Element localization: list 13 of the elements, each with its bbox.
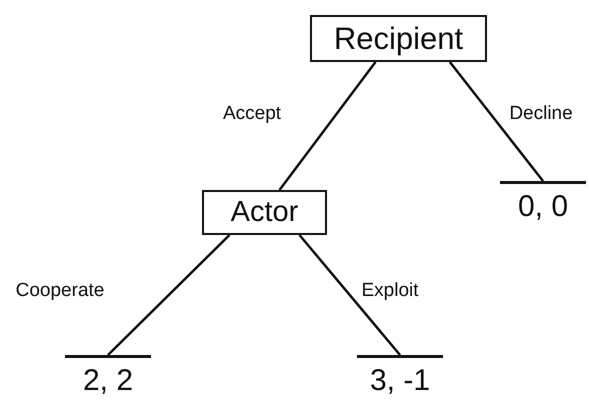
- edge-label: Cooperate: [16, 280, 104, 302]
- branch-line: [107, 234, 230, 356]
- edge-label: Decline: [509, 103, 573, 125]
- edge-label: Accept: [222, 103, 282, 125]
- decision-node-box: Recipient: [310, 15, 487, 62]
- payoff-terminal: 2, 2: [65, 355, 151, 403]
- branch-line: [448, 61, 544, 182]
- decision-node-box: Actor: [202, 190, 327, 235]
- branch-line: [298, 234, 401, 356]
- branch-line: [278, 61, 376, 191]
- edge-label: Exploit: [361, 280, 419, 302]
- payoff-terminal: 3, -1: [357, 355, 443, 403]
- payoff-terminal: 0, 0: [500, 181, 586, 229]
